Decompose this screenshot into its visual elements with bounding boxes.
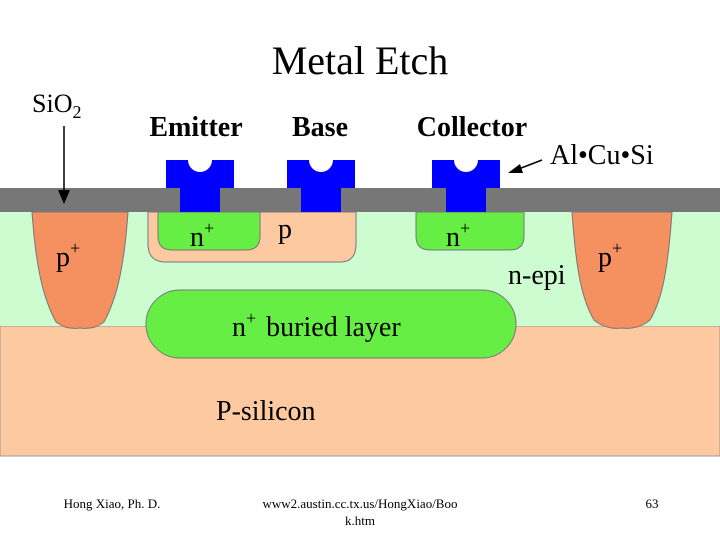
n-plus-buried-layer — [145, 289, 517, 359]
p-silicon-label: P-silicon — [216, 396, 316, 427]
slide-title: Metal Etch — [272, 38, 449, 83]
p-plus-isolation-left — [31, 211, 129, 329]
p-plus-isolation-right — [571, 211, 673, 329]
sio2-pointer-arrowhead — [58, 190, 70, 204]
metal-pointer-arrowhead — [508, 164, 523, 173]
footer-author: Hong Xiao, Ph. D. — [64, 496, 161, 511]
footer-page-number: 63 — [646, 496, 659, 511]
footer-url-line1: www2.austin.cc.tx.us/HongXiao/Boo — [263, 496, 458, 511]
metal-contact-collector — [432, 160, 500, 212]
metal-label: Al•Cu•Si — [550, 140, 654, 171]
n-epi-label: n-epi — [508, 260, 566, 291]
metal-contact-base — [287, 160, 355, 212]
n-plus-emitter-label: n+ — [190, 218, 214, 253]
oxide-layer — [0, 188, 720, 212]
p-base-label: p — [278, 214, 292, 245]
base-label: Base — [292, 112, 348, 143]
metal-contact-emitter — [166, 160, 234, 212]
n-plus-collector-region — [415, 211, 525, 251]
emitter-label: Emitter — [149, 112, 242, 143]
p-plus-label-left: p+ — [56, 238, 80, 273]
collector-label: Collector — [417, 112, 527, 143]
n-plus-emitter-region — [157, 211, 261, 251]
footer-url-line2: k.htm — [345, 513, 375, 528]
p-plus-label-right: p+ — [598, 238, 622, 273]
sio2-label: SiO2 — [32, 89, 81, 122]
n-plus-collector-label: n+ — [446, 218, 470, 253]
buried-layer-label: n+buried layer — [232, 308, 401, 343]
